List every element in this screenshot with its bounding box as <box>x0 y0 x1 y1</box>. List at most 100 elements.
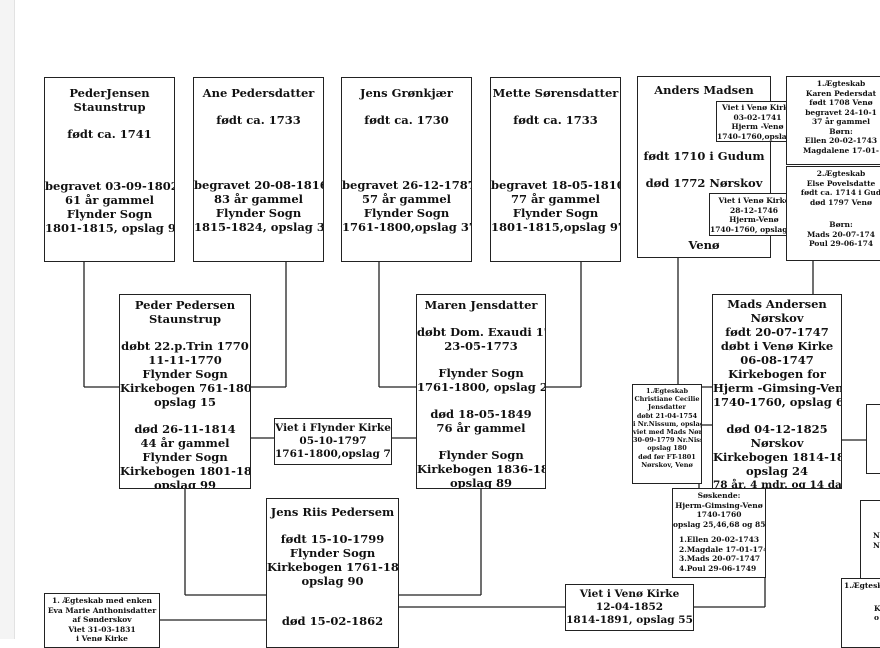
person-book: Kirkebogen for <box>728 367 826 381</box>
person-parish: Flynder Sogn <box>438 366 524 380</box>
person-box-mette-sorensdatter: Mette Sørensdatter født ca. 1733 begrave… <box>490 77 621 262</box>
wife-line: Magdalene 17-01- <box>802 145 880 155</box>
marriage-line: Viet i Venø Kirke <box>718 196 790 205</box>
person-name: Peder Pedersen <box>134 298 236 312</box>
cut-line: N <box>873 531 880 540</box>
person-name: Jens Grønkjær <box>360 86 453 100</box>
person-parish: Flynder Sogn <box>66 207 153 221</box>
wife-line: Børn: <box>829 126 853 136</box>
person-box-else-povelsdatter: 2.Ægteskab Else Povelsdatte født ca. 171… <box>786 166 880 261</box>
person-parish: Flynder Sogn <box>512 206 599 220</box>
person-buried: begravet 20-08-1816 <box>194 178 324 192</box>
person-place: Venø <box>688 238 720 252</box>
marriage-line: 05-10-1797 <box>299 435 367 447</box>
person-box-peder-pedersen: Peder Pedersen Staunstrup døbt 22.p.Trin… <box>119 294 251 489</box>
person-parish: Flynder Sogn <box>438 448 524 462</box>
person-died: død 1772 Nørskov <box>645 176 763 190</box>
person-place: Nørskov <box>750 311 804 325</box>
person-book: Kirkebogen 1801-1815 <box>120 464 250 478</box>
christiane-line: 30-09-1779 Nr.Nissum <box>633 436 701 445</box>
person-book: Kirkebogen 1814-1891 <box>713 450 841 464</box>
person-born: født 1710 i Gudum <box>643 149 765 163</box>
person-ref: 1801-1815, opslag 96 <box>45 221 175 235</box>
person-died: død 15-02-1862 <box>281 614 384 628</box>
person-age: 78 år, 4 mdr. og 14 dage <box>713 479 842 489</box>
marriage-box-anders-2: Viet i Venø Kirke 28-12-1746 Hjerm-Venø … <box>709 193 799 236</box>
eva-line: Viet 31-03-1831 <box>68 624 136 634</box>
person-book: Kirkebogen 761-1800 <box>120 381 251 395</box>
wife-line: begravet 24-10-1 <box>805 107 877 117</box>
person-page: opslag 15 <box>153 395 217 409</box>
person-died: død 18-05-1849 <box>430 407 532 421</box>
person-box-ane-pedersdatter: Ane Pedersdatter født ca. 1733 begravet … <box>193 77 324 262</box>
marriage-line: 1740-1760,opslag 8 <box>717 131 799 141</box>
marriage-line: Viet i Venø Kirke <box>579 588 680 600</box>
marriage-line: 1761-1800,opslag 74 <box>275 448 392 460</box>
person-name: Mads Andersen <box>727 297 827 311</box>
wife-line: Ellen 20-02-1743 <box>804 136 878 145</box>
person-book: Kirkebogen 1761-1800 <box>267 560 399 574</box>
person-bdate: 06-08-1747 <box>740 353 814 367</box>
wife-line: Else Povelsdatte <box>806 178 876 188</box>
person-buried: begravet 18-05-1810 <box>491 178 621 192</box>
christiane-line: viet med Mads Nørskov <box>633 428 702 437</box>
christiane-line: død før FT-1801 <box>638 452 696 461</box>
person-place: Staunstrup <box>148 312 222 326</box>
marriage-box-flynder: Viet i Flynder Kirke 05-10-1797 1761-180… <box>274 418 392 465</box>
wife-line: Poul 29-06-174 <box>808 239 874 248</box>
marriage-line: 12-04-1852 <box>595 601 664 613</box>
marriage-line: 1814-1891, opslag 55 <box>566 614 693 626</box>
person-box-christiane-cecilie: 1.Ægteskab Christiane Cecilie Jensdatter… <box>632 384 702 484</box>
person-region: Hjerm -Gimsing-Venø <box>713 381 842 395</box>
marriage-line: Hjerm-Venø <box>729 215 779 224</box>
christiane-line: Nørskov, Venø <box>641 460 693 469</box>
person-baptized: døbt Dom. Exaudi 1773 <box>417 325 545 339</box>
person-page: opslag 89 <box>449 476 513 489</box>
wife-line: født ca. 1714 i Gud <box>800 188 880 197</box>
person-box-maren-jensdatter: Maren Jensdatter døbt Dom. Exaudi 1773 2… <box>416 294 546 489</box>
wife-line: Børn: <box>829 220 853 229</box>
wife-line: Mads 20-07-174 <box>807 229 875 239</box>
person-parish: Flynder Sogn <box>363 206 450 220</box>
person-place: Nørskov <box>750 436 804 450</box>
person-born: født 20-07-1747 <box>725 325 829 339</box>
marriage-line: Viet i Venø Kirke <box>721 103 794 112</box>
person-page: opslag 99 <box>153 478 217 489</box>
wife-line: 2.Ægteskab <box>816 169 866 178</box>
person-name: Maren Jensdatter <box>424 298 538 312</box>
siblings-line: opslag 25,46,68 og 85 <box>673 519 766 529</box>
person-ref: 1815-1824, opslag 39 <box>194 220 324 234</box>
eva-line: 1. Ægteskab med enken <box>51 596 153 605</box>
person-name: Ane Pedersdatter <box>202 86 315 100</box>
person-ref: 1740-1760, opslag 68 <box>713 395 842 409</box>
wife-line: Karen Pedersdat <box>805 88 877 98</box>
person-born: født ca. 1733 <box>216 113 301 127</box>
marriage-box-veno: Viet i Venø Kirke 12-04-1852 1814-1891, … <box>565 584 694 631</box>
person-age: 76 år gammel <box>436 421 526 435</box>
siblings-box: Søskende: Hjerm-Gimsing-Venø 1740-1760 o… <box>672 488 766 578</box>
person-age: 57 år gammel <box>361 192 452 206</box>
marriage-line: 1740-1760, opslag 62 <box>710 224 799 234</box>
wife-line: død 1797 Venø <box>810 197 872 207</box>
cut-line: N <box>873 540 880 550</box>
siblings-line: 3.Mads 20-07-1747 <box>679 554 761 563</box>
person-born: født ca. 1741 <box>67 127 152 141</box>
person-page: opslag 24 <box>745 464 809 478</box>
person-baptized: døbt 22.p.Trin 1770 <box>121 339 249 353</box>
person-place: Staunstrup <box>73 100 146 114</box>
person-bdate: 23-05-1773 <box>444 339 518 353</box>
siblings-line: Søskende: <box>697 491 741 500</box>
siblings-line: 1.Ellen 20-02-1743 <box>679 535 760 544</box>
page-edge <box>0 0 15 639</box>
person-book: Kirkebogen 1836-1851 <box>417 462 545 476</box>
siblings-line: 4.Poul 29-06-1749 <box>679 563 757 573</box>
christiane-line: Christiane Cecilie <box>634 395 700 404</box>
person-born: født 15-10-1799 <box>280 532 385 546</box>
person-buried: begravet 03-09-1802 <box>45 179 175 193</box>
wife-line: 37 år gammel <box>811 117 871 126</box>
person-baptized: døbt i Venø Kirke <box>720 339 834 353</box>
person-parish: Flynder Sogn <box>215 206 302 220</box>
person-age: 61 år gammel <box>64 193 155 207</box>
person-box-jens-riis-pedersem: Jens Riis Pedersem født 15-10-1799 Flynd… <box>266 498 399 648</box>
marriage-box-anders-1: Viet i Venø Kirke 03-02-1741 Hjerm -Venø… <box>716 101 799 142</box>
